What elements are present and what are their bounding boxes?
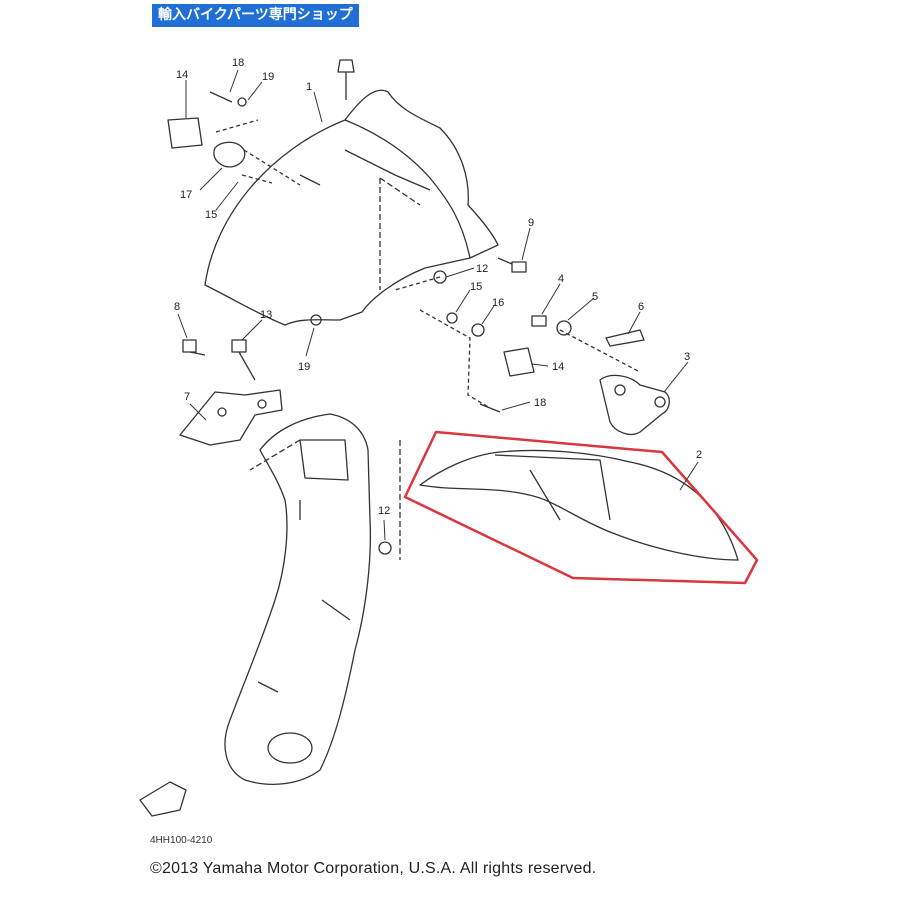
brace-hole-a bbox=[217, 407, 227, 417]
rear-fender-2-detail bbox=[494, 454, 611, 521]
washer-19-left bbox=[310, 314, 322, 326]
part-label: 5 bbox=[592, 291, 598, 303]
part-label: 15 bbox=[205, 209, 217, 221]
part-label: 18 bbox=[534, 397, 546, 409]
screw-18-upper bbox=[209, 91, 233, 103]
grommet-12-lower bbox=[378, 541, 392, 555]
bolt-4 bbox=[531, 315, 547, 327]
collar-16 bbox=[471, 323, 485, 337]
bolt-top bbox=[337, 59, 355, 100]
part-label: 15 bbox=[470, 281, 482, 293]
part-number-labels: 14 18 19 1 17 15 9 12 15 16 4 5 6 8 13 1… bbox=[174, 57, 702, 517]
fender-brace-7 bbox=[179, 389, 283, 446]
shop-banner: 輸入バイクパーツ専門ショップ bbox=[152, 4, 359, 27]
part-label: 19 bbox=[262, 71, 274, 83]
washer-19-upper bbox=[237, 97, 247, 107]
copyright-notice: ©2013 Yamaha Motor Corporation, U.S.A. A… bbox=[150, 860, 597, 877]
bracket-3-hole-a bbox=[614, 384, 626, 396]
part-label: 19 bbox=[298, 361, 310, 373]
fender-centerline bbox=[379, 177, 421, 290]
part-label: 17 bbox=[180, 189, 192, 201]
part-label: 7 bbox=[184, 391, 190, 403]
part-label: 12 bbox=[378, 505, 390, 517]
washer-5 bbox=[556, 320, 572, 336]
part-label: 8 bbox=[174, 301, 180, 313]
clip-plate-upper bbox=[167, 117, 203, 149]
bracket-3-hole-b bbox=[654, 396, 666, 408]
front-fender-outline bbox=[204, 89, 499, 326]
clip-plate-mount bbox=[213, 141, 246, 168]
axle-boss bbox=[267, 732, 313, 764]
part-label: 14 bbox=[176, 69, 188, 81]
fork-detail bbox=[257, 500, 351, 693]
screw-18-lower bbox=[479, 403, 501, 413]
part-label: 13 bbox=[260, 309, 272, 321]
fork-leg bbox=[224, 413, 371, 785]
part-label: 18 bbox=[232, 57, 244, 69]
fork-leg-inner bbox=[299, 439, 349, 481]
part-label: 9 bbox=[528, 217, 534, 229]
part-label: 2 bbox=[696, 449, 702, 461]
brace-hole-b bbox=[257, 399, 267, 409]
bolt-9-right bbox=[497, 257, 527, 273]
clip-14-right bbox=[503, 347, 535, 377]
rear-fender-2 bbox=[419, 449, 739, 561]
leader-lines-upper bbox=[215, 119, 301, 186]
direction-arrow-icon bbox=[139, 781, 187, 817]
part-label: 1 bbox=[306, 81, 312, 93]
pin-6 bbox=[605, 329, 645, 347]
grommet-15 bbox=[446, 312, 458, 324]
diagram-code: 4HH100-4210 bbox=[150, 835, 213, 846]
bolt-8-left bbox=[182, 339, 206, 356]
part-label: 12 bbox=[476, 263, 488, 275]
part-label: 14 bbox=[552, 361, 564, 373]
part-label: 16 bbox=[492, 297, 504, 309]
bolt-13-left bbox=[231, 339, 256, 381]
part-label: 4 bbox=[558, 273, 564, 285]
part-label: 3 bbox=[684, 351, 690, 363]
highlight-outline bbox=[403, 430, 759, 585]
part-label: 6 bbox=[638, 301, 644, 313]
fork-centerline bbox=[249, 439, 401, 560]
front-fender-inner-line bbox=[344, 119, 471, 259]
fender-detail bbox=[299, 149, 431, 191]
bracket-3 bbox=[599, 374, 670, 436]
leader-lines-right bbox=[394, 276, 641, 409]
